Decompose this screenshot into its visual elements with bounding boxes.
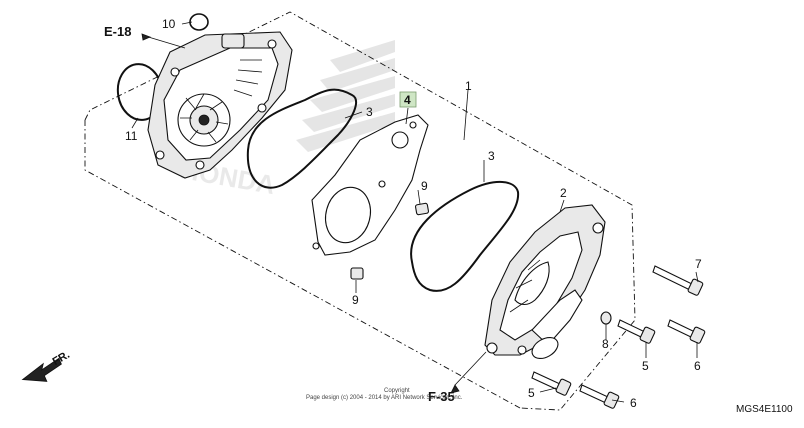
gasket-3-middle [410, 181, 520, 292]
callout-4: 4 [404, 93, 411, 107]
bolt-7 [652, 265, 704, 296]
leader-lines [131, 21, 699, 403]
bolt-5-bottom [531, 371, 572, 396]
copyright-line-2: Page design (c) 2004 - 2014 by ARI Netwo… [306, 395, 463, 401]
callout-6-right: 6 [694, 359, 701, 373]
bolt-6-bottom [579, 384, 620, 409]
dowel-pin-9-upper [414, 202, 430, 216]
gasket-3-upper [246, 88, 357, 189]
bolt-6-right [667, 319, 706, 344]
callout-8: 8 [602, 337, 609, 351]
callout-3-middle: 3 [488, 149, 495, 163]
callout-11: 11 [125, 129, 138, 143]
callout-1: 1 [465, 79, 472, 93]
callout-9-lower: 9 [352, 293, 359, 307]
copyright-line-1: Copyright [384, 388, 410, 394]
diagram-code: MGS4E1100 [736, 404, 793, 415]
svg-text:FR.: FR. [51, 349, 72, 368]
washer-8 [600, 311, 612, 325]
assembly-outline [84, 11, 636, 411]
callout-5-right: 5 [642, 359, 649, 373]
callout-2: 2 [560, 186, 567, 200]
water-pump-body [147, 31, 293, 179]
reference-f35[interactable]: F-35 [428, 384, 460, 404]
callout-7: 7 [695, 257, 702, 271]
callout-6-bottom: 6 [630, 396, 637, 410]
o-ring-10 [189, 13, 209, 31]
callout-5-bottom: 5 [528, 386, 535, 400]
callout-4-box [399, 91, 417, 108]
callout-10: 10 [162, 17, 176, 31]
reference-e18[interactable]: E-18 [104, 24, 152, 41]
dowel-pin-9-lower [350, 267, 364, 280]
callout-3-upper: 3 [366, 105, 373, 119]
svg-text:F-35: F-35 [428, 389, 455, 404]
front-arrow-icon: FR. [21, 349, 72, 382]
callout-9-upper: 9 [421, 179, 428, 193]
pump-cover-2 [484, 204, 606, 360]
bolt-5-right [617, 319, 656, 344]
svg-text:E-18: E-18 [104, 24, 131, 39]
cover-plate-4 [311, 114, 429, 256]
